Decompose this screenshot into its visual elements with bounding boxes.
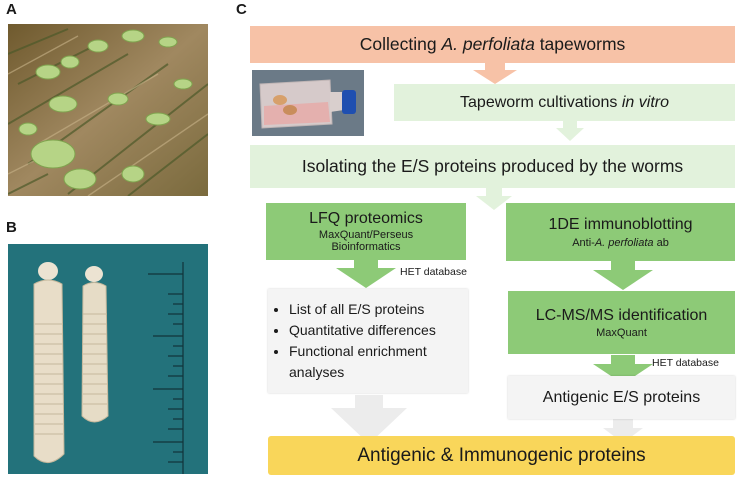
- culture-flask-image: [252, 70, 364, 136]
- collect-suffix: tapeworms: [534, 34, 626, 54]
- results-list-box: List of all E/S proteins Quantitative di…: [268, 289, 468, 393]
- list-item: Quantitative differences: [289, 320, 467, 341]
- collect-species: A. perfoliata: [441, 34, 535, 54]
- arrow-results-to-final: [331, 395, 407, 444]
- lfq-title: LFQ proteomics: [309, 210, 423, 227]
- antibody-species: A. perfoliata: [594, 236, 654, 249]
- lfq-bioinformatics: Bioinformatics: [331, 241, 401, 253]
- immunoblotting-title: 1DE immunoblotting: [548, 215, 693, 233]
- isolate-proteins-box: Isolating the E/S proteins produced by t…: [250, 145, 735, 188]
- cultivation-em: in vitro: [621, 93, 669, 111]
- panel-label-b: B: [6, 219, 17, 236]
- lcms-software: MaxQuant: [596, 326, 647, 339]
- arrow-collect-to-culture: [473, 60, 517, 84]
- immunoblotting-box: 1DE immunoblotting Anti-A. perfoliata ab: [506, 203, 735, 261]
- lfq-proteomics-box: LFQ proteomics MaxQuant/Perseus Bioinfor…: [266, 203, 466, 260]
- het-database-label-right: HET database: [652, 357, 719, 369]
- panel-label-c: C: [236, 1, 247, 18]
- cultivation-box: Tapeworm cultivations in vitro: [394, 84, 735, 121]
- arrow-antigenic-to-final: [603, 418, 643, 443]
- tapeworm-ruler-photo: [8, 244, 208, 474]
- collect-prefix: Collecting: [359, 34, 442, 54]
- final-proteins-text: Antigenic & Immunogenic proteins: [357, 444, 646, 466]
- lcms-title: LC-MS/MS identification: [535, 306, 708, 324]
- antigenic-proteins-text: Antigenic E/S proteins: [542, 388, 701, 406]
- list-item: Functional enrichment analyses: [289, 341, 467, 383]
- panel-label-a: A: [6, 1, 17, 18]
- antibody-suffix: ab: [653, 236, 669, 249]
- arrow-immuno-to-lcms: [593, 261, 653, 290]
- antibody-prefix: Anti-: [572, 236, 595, 249]
- arrow-culture-to-isolate: [556, 118, 584, 141]
- tapeworm-mucosa-image: [8, 24, 208, 196]
- tapeworm-mucosa-photo: [8, 24, 208, 196]
- isolate-proteins-text: Isolating the E/S proteins produced by t…: [301, 156, 684, 176]
- het-database-label-left: HET database: [400, 266, 467, 278]
- cultivation-prefix: Tapeworm cultivations: [460, 93, 622, 111]
- collect-tapeworms-text: Collecting A. perfoliata tapeworms: [360, 34, 626, 55]
- immunoblotting-antibody: Anti-A. perfoliata ab: [572, 237, 669, 249]
- lfq-software: MaxQuant/Perseus: [318, 229, 414, 241]
- tapeworm-ruler-image: [8, 244, 208, 474]
- lcms-identification-box: LC-MS/MS identification MaxQuant: [508, 291, 735, 354]
- culture-flask-photo: [252, 70, 364, 136]
- arrow-isolate-split: [476, 188, 512, 210]
- cultivation-text: Tapeworm cultivations in vitro: [460, 94, 669, 112]
- antigenic-proteins-box: Antigenic E/S proteins: [508, 376, 735, 419]
- arrow-lfq-to-results: [336, 258, 396, 288]
- final-proteins-box: Antigenic & Immunogenic proteins: [268, 436, 735, 475]
- list-item: List of all E/S proteins: [289, 299, 467, 320]
- results-list: List of all E/S proteins Quantitative di…: [269, 299, 467, 383]
- arrow-lcms-to-antigenic: [593, 355, 653, 384]
- collect-tapeworms-box: Collecting A. perfoliata tapeworms: [250, 26, 735, 63]
